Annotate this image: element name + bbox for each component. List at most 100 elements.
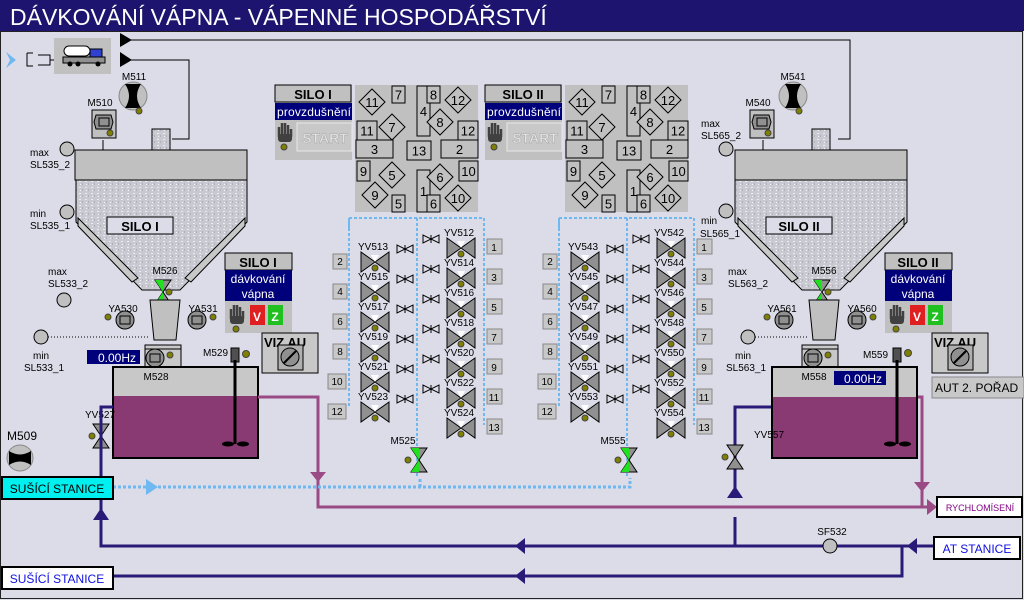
port-button-12[interactable]: 12	[537, 403, 557, 420]
manual-valve-icon[interactable]	[396, 244, 414, 254]
port-button-5[interactable]: 5	[486, 298, 503, 315]
valve-yv557[interactable]	[721, 444, 744, 470]
aeration-2-start-button[interactable]: START	[506, 122, 563, 152]
diverter-2-port-11[interactable]: 11	[568, 88, 596, 116]
port-button-10[interactable]: 10	[327, 373, 347, 390]
manual-valve-icon[interactable]	[632, 354, 650, 364]
diverter-1-port-6[interactable]: 6	[426, 163, 454, 191]
diverter-2-port-13[interactable]: 13	[616, 140, 642, 161]
valve-yv553[interactable]	[570, 401, 600, 423]
port-button-1[interactable]: 1	[486, 238, 503, 255]
diverter-1-port-12[interactable]: 12	[444, 86, 472, 114]
diverter-1-port-10[interactable]: 10	[458, 160, 479, 182]
valve-yv547[interactable]	[570, 311, 600, 333]
diverter-1-port-8[interactable]: 8	[426, 108, 454, 136]
valve-yv548[interactable]	[656, 327, 686, 349]
diverter-1-port-11[interactable]: 11	[358, 88, 386, 116]
hand-icon[interactable]	[277, 123, 293, 151]
viz-au-2-button[interactable]: VIZ AU	[931, 332, 989, 374]
valve-yv545[interactable]	[570, 281, 600, 303]
valve-yv544[interactable]	[656, 267, 686, 289]
vibrator-ya530[interactable]	[104, 310, 135, 330]
port-button-13[interactable]: 13	[696, 418, 713, 435]
diverter-1-port-8[interactable]: 8	[426, 85, 441, 104]
sensor-sl533-1[interactable]	[33, 329, 49, 345]
valve-yv514[interactable]	[446, 267, 476, 289]
valve-yv521[interactable]	[360, 371, 390, 393]
diverter-1-port-10[interactable]: 10	[444, 184, 472, 212]
port-button-4[interactable]: 4	[542, 283, 558, 300]
diverter-1-port-12[interactable]: 12	[457, 120, 479, 141]
motor-m510[interactable]	[91, 109, 117, 139]
hand-icon[interactable]	[889, 305, 905, 333]
valve-yv512[interactable]	[446, 237, 476, 259]
port-button-8[interactable]: 8	[542, 343, 558, 360]
manual-valve-icon[interactable]	[606, 244, 624, 254]
valve-yv513[interactable]	[360, 251, 390, 273]
hand-icon[interactable]	[229, 305, 245, 333]
diverter-2-port-9[interactable]: 9	[571, 181, 599, 209]
dosing-1-z-button[interactable]	[268, 305, 283, 325]
manual-valve-icon[interactable]	[606, 334, 624, 344]
valve-yv519[interactable]	[360, 341, 390, 363]
valve-yv543[interactable]	[570, 251, 600, 273]
diverter-2-port-6[interactable]: 6	[636, 194, 651, 213]
manual-valve-icon[interactable]	[606, 274, 624, 284]
diverter-2-port-12[interactable]: 12	[667, 120, 689, 141]
valve-yv546[interactable]	[656, 297, 686, 319]
diverter-2-port-9[interactable]: 9	[566, 160, 581, 182]
manual-valve-icon[interactable]	[422, 294, 440, 304]
blower-m509[interactable]	[6, 444, 34, 472]
diverter-2-port-8[interactable]: 8	[636, 85, 651, 104]
viz-au-1-button[interactable]: VIZ AU	[261, 332, 319, 374]
manual-valve-icon[interactable]	[606, 394, 624, 404]
port-button-3[interactable]: 3	[696, 268, 713, 285]
valve-yv520[interactable]	[446, 357, 476, 379]
valve-m555[interactable]	[614, 447, 638, 473]
port-button-1[interactable]: 1	[696, 238, 713, 255]
diverter-2-port-5[interactable]: 5	[588, 161, 616, 189]
valve-yv522[interactable]	[446, 387, 476, 409]
valve-m525[interactable]	[404, 447, 428, 473]
manual-valve-icon[interactable]	[422, 384, 440, 394]
diverter-1-port-13[interactable]: 13	[406, 140, 432, 161]
valve-yv554[interactable]	[656, 417, 686, 439]
port-button-5[interactable]: 5	[696, 298, 713, 315]
manual-valve-icon[interactable]	[422, 264, 440, 274]
port-button-10[interactable]: 10	[537, 373, 557, 390]
diverter-2-port-8[interactable]: 8	[636, 108, 664, 136]
port-button-12[interactable]: 12	[327, 403, 347, 420]
manual-valve-icon[interactable]	[606, 304, 624, 314]
port-button-7[interactable]: 7	[486, 328, 503, 345]
truck-icon[interactable]	[54, 38, 111, 74]
valve-yv517[interactable]	[360, 311, 390, 333]
port-button-2[interactable]: 2	[542, 253, 558, 270]
port-button-13[interactable]: 13	[486, 418, 503, 435]
agitator-m529[interactable]	[222, 347, 249, 447]
port-button-2[interactable]: 2	[332, 253, 348, 270]
port-button-3[interactable]: 3	[486, 268, 503, 285]
diverter-2-port-10[interactable]: 10	[668, 160, 689, 182]
manual-valve-icon[interactable]	[632, 264, 650, 274]
diverter-1-port-7[interactable]: 7	[391, 85, 406, 104]
manual-valve-icon[interactable]	[422, 234, 440, 244]
valve-yv551[interactable]	[570, 371, 600, 393]
manual-valve-icon[interactable]	[396, 394, 414, 404]
sensor-sl563-1[interactable]	[740, 329, 756, 345]
manual-valve-icon[interactable]	[396, 304, 414, 314]
diverter-2-port-11[interactable]: 11	[566, 120, 588, 141]
diverter-1-port-2[interactable]: 2	[440, 139, 479, 159]
port-button-6[interactable]: 6	[542, 313, 558, 330]
agitator-m559[interactable]	[884, 347, 911, 447]
port-button-7[interactable]: 7	[696, 328, 713, 345]
valve-yv515[interactable]	[360, 281, 390, 303]
feeder-m528[interactable]	[144, 348, 182, 368]
valve-yv523[interactable]	[360, 401, 390, 423]
dosing-2-z-button[interactable]	[928, 305, 943, 325]
diverter-2-port-12[interactable]: 12	[654, 86, 682, 114]
vibrator-ya531[interactable]	[187, 310, 217, 330]
manual-valve-icon[interactable]	[632, 234, 650, 244]
sensor-sl565-1[interactable]	[718, 203, 734, 219]
manual-valve-icon[interactable]	[632, 294, 650, 304]
hand-icon[interactable]	[487, 123, 503, 151]
